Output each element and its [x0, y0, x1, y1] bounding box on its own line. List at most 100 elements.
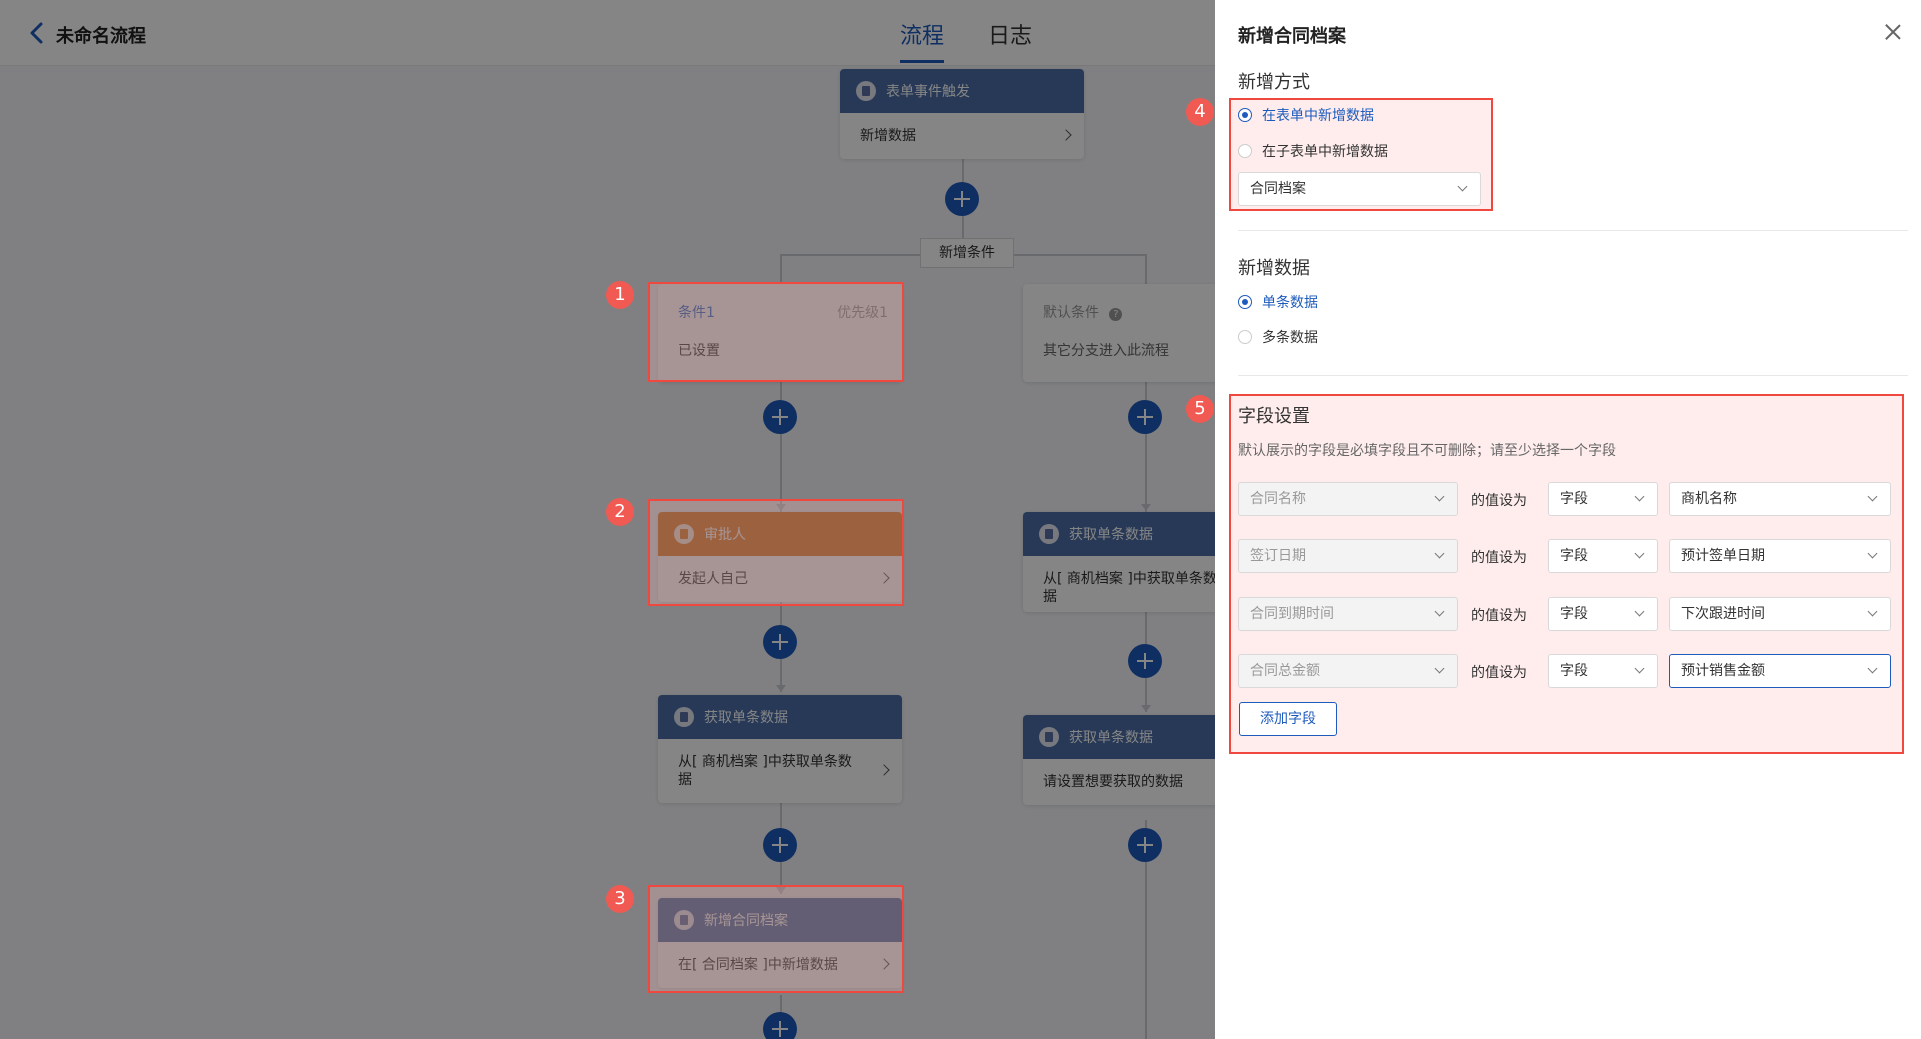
add-data-label: 新增数据	[1238, 258, 1310, 279]
approver-text: 发起人自己	[678, 571, 748, 587]
node-title: 获取单条数据	[1069, 730, 1153, 746]
value-select-value: 下次跟进时间	[1681, 606, 1765, 622]
value-type-value: 字段	[1560, 663, 1588, 679]
add-node-button[interactable]	[763, 625, 797, 659]
side-drawer: 新增合同档案 新增方式 在表单中新增数据 在子表单中新增数据 合同档案 新增数据…	[1215, 0, 1921, 1039]
radio-label: 在子表单中新增数据	[1262, 144, 1388, 160]
form-select[interactable]: 合同档案	[1238, 172, 1481, 206]
node-text: 在[ 合同档案 ]中新增数据	[678, 957, 838, 973]
condition-title: 条件1	[678, 305, 715, 321]
divider	[1238, 375, 1908, 376]
radio-single-data[interactable]: 单条数据	[1238, 292, 1318, 312]
add-node-button[interactable]	[1128, 644, 1162, 678]
radio-form-add[interactable]: 在表单中新增数据	[1238, 105, 1374, 125]
field-select-value: 合同总金额	[1250, 663, 1320, 679]
value-select[interactable]: 下次跟进时间	[1669, 597, 1891, 631]
step-badge-5: 5	[1186, 395, 1214, 423]
trigger-node[interactable]: 表单事件触发 新增数据	[840, 69, 1084, 159]
value-type-value: 字段	[1560, 491, 1588, 507]
arrow	[776, 685, 786, 692]
get-single-node-left[interactable]: 获取单条数据 从[ 商机档案 ]中获取单条数据	[658, 695, 902, 803]
node-body: 从[ 商机档案 ]中获取单条数据	[1023, 556, 1215, 612]
node-title: 获取单条数据	[704, 710, 788, 726]
radio-label: 多条数据	[1262, 330, 1318, 346]
approver-title: 审批人	[704, 527, 746, 543]
value-select-value: 商机名称	[1681, 491, 1737, 507]
connector	[962, 158, 964, 200]
back-arrow-icon[interactable]	[26, 21, 48, 45]
add-node-button[interactable]	[763, 828, 797, 862]
chevron-down-icon	[1867, 663, 1878, 674]
set-value-label: 的值设为	[1471, 665, 1527, 681]
add-contract-node[interactable]: 新增合同档案 在[ 合同档案 ]中新增数据	[658, 898, 902, 988]
add-node-button[interactable]	[1128, 828, 1162, 862]
condition-title: 默认条件 ?	[1043, 302, 1215, 322]
value-type-select[interactable]: 字段	[1548, 654, 1658, 688]
add-node-button[interactable]	[945, 182, 979, 216]
value-select[interactable]: 商机名称	[1669, 482, 1891, 516]
value-select-value: 预计销售金额	[1681, 663, 1765, 679]
node-header: 新增合同档案	[658, 898, 902, 942]
form-icon	[674, 707, 694, 727]
set-value-label: 的值设为	[1471, 550, 1527, 566]
chevron-down-icon	[1434, 548, 1445, 559]
close-icon[interactable]	[1885, 24, 1901, 40]
add-field-button[interactable]: 添加字段	[1239, 702, 1337, 736]
tab-log[interactable]: 日志	[988, 24, 1033, 49]
radio-multi-data[interactable]: 多条数据	[1238, 327, 1318, 347]
condition-priority: 优先级1	[837, 305, 888, 321]
connector	[1145, 820, 1147, 1039]
arrow	[776, 887, 786, 894]
chevron-down-icon	[1434, 491, 1445, 502]
approver-node[interactable]: 审批人 发起人自己	[658, 512, 902, 602]
flow-canvas: 未命名流程 流程 日志 表单事件触发 新增数据 新增条件 条件1 优先级1 已设…	[0, 0, 1215, 1039]
add-condition-button[interactable]: 新增条件	[920, 238, 1014, 268]
default-condition-node[interactable]: 默认条件 ? 优 其它分支进入此流程	[1023, 284, 1215, 382]
get-single-node-right-1[interactable]: 获取单条数据 从[ 商机档案 ]中获取单条数据	[1023, 512, 1215, 612]
highlight-box-1	[648, 282, 904, 382]
add-node-button[interactable]	[763, 400, 797, 434]
value-type-select[interactable]: 字段	[1548, 539, 1658, 573]
radio-label: 单条数据	[1262, 295, 1318, 311]
node-body: 从[ 商机档案 ]中获取单条数据	[658, 739, 902, 803]
radio-label: 在表单中新增数据	[1262, 108, 1374, 124]
value-type-value: 字段	[1560, 606, 1588, 622]
chevron-down-icon	[1867, 491, 1878, 502]
flow-title[interactable]: 未命名流程	[56, 26, 146, 47]
field-select: 合同到期时间	[1238, 597, 1458, 631]
form-select-value: 合同档案	[1250, 181, 1306, 197]
field-select-value: 合同名称	[1250, 491, 1306, 507]
node-text: 从[ 商机档案 ]中获取单条数据	[678, 754, 852, 788]
condition-desc: 已设置	[678, 343, 720, 359]
arrow	[1141, 705, 1151, 712]
condition-node-1[interactable]: 条件1 优先级1 已设置	[658, 284, 902, 382]
connector	[1145, 382, 1147, 512]
get-single-node-right-2[interactable]: 获取单条数据 请设置想要获取的数据	[1023, 715, 1215, 805]
chevron-down-icon	[1634, 548, 1645, 559]
add-node-button[interactable]	[763, 1012, 797, 1039]
chevron-down-icon	[1634, 491, 1645, 502]
value-type-select[interactable]: 字段	[1548, 597, 1658, 631]
approver-node-body: 发起人自己	[658, 556, 902, 602]
radio-checked-icon	[1238, 108, 1252, 122]
add-node-button[interactable]	[1128, 400, 1162, 434]
connector	[780, 382, 782, 512]
node-body: 在[ 合同档案 ]中新增数据	[658, 942, 902, 988]
form-icon	[856, 81, 876, 101]
divider	[1238, 230, 1908, 231]
radio-subform-add[interactable]: 在子表单中新增数据	[1238, 141, 1388, 161]
help-icon: ?	[1109, 308, 1123, 321]
value-select[interactable]: 预计签单日期	[1669, 539, 1891, 573]
node-text: 从[ 商机档案 ]中获取单条数据	[1043, 571, 1215, 605]
highlight-box-5	[1229, 394, 1904, 754]
node-header: 获取单条数据	[1023, 715, 1215, 759]
form-icon	[1039, 524, 1059, 544]
field-select: 签订日期	[1238, 539, 1458, 573]
tab-flow[interactable]: 流程	[900, 24, 945, 49]
value-type-select[interactable]: 字段	[1548, 482, 1658, 516]
value-select[interactable]: 预计销售金额	[1669, 654, 1891, 688]
field-settings-label: 字段设置	[1238, 406, 1310, 427]
chevron-down-icon	[1634, 663, 1645, 674]
arrow	[1141, 504, 1151, 511]
field-select-value: 合同到期时间	[1250, 606, 1334, 622]
